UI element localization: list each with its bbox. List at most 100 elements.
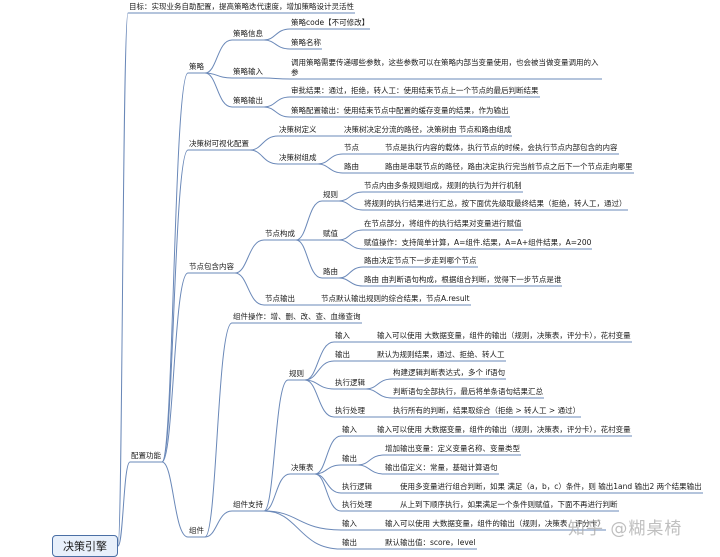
link-jdgc-node bbox=[234, 239, 265, 274]
s-sr-node[interactable]: 输入 bbox=[342, 519, 357, 528]
jdgc-node[interactable]: 节点构成 bbox=[265, 229, 295, 238]
link-peizhi-node bbox=[117, 461, 131, 547]
gz-node[interactable]: 规则 bbox=[323, 190, 338, 199]
link-mingcheng-node bbox=[263, 39, 291, 50]
goal-node[interactable]: 目标：实现业务自助配置，提高策略迭代速度，增加策略设计灵活性 bbox=[129, 2, 354, 11]
gz1-node[interactable]: 节点内由多条规则组成，规则的执行为并行机制 bbox=[364, 181, 522, 190]
link-t-sc2-node bbox=[357, 464, 385, 475]
link-fz2-node bbox=[338, 239, 364, 250]
r-zxlj2-node[interactable]: 判断语句全部执行，最后将单条语句结果汇总 bbox=[393, 387, 543, 396]
peizhi-node[interactable]: 配置功能 bbox=[131, 451, 161, 460]
jd-node[interactable]: 节点 bbox=[344, 143, 359, 152]
link-zjzc-node bbox=[204, 510, 233, 538]
ly-node[interactable]: 路由 bbox=[344, 162, 359, 171]
t-sr-node[interactable]: 输入 bbox=[342, 425, 357, 434]
t-sc1-node[interactable]: 增加输出变量：定义变量名称、变量类型 bbox=[385, 444, 520, 453]
fz2-node[interactable]: 赋值操作：支持简单计算，A=组件.结果，A=A+组件结果，A=200 bbox=[364, 238, 592, 247]
link-t-sr-node bbox=[314, 435, 342, 475]
s-sc-node[interactable]: 输出 bbox=[342, 538, 357, 547]
link-r-zxlj1-node bbox=[365, 378, 393, 390]
celue-node[interactable]: 策略 bbox=[189, 62, 204, 71]
t-zxlj-node[interactable]: 执行逻辑 bbox=[342, 482, 372, 491]
t-zxlj-detail-node[interactable]: 使用多变量进行组合判断，如果 满足（a，b，c）条件，则 输出1and 输出2 … bbox=[400, 482, 702, 491]
link-jcb-node bbox=[263, 473, 291, 512]
link-clxx-node bbox=[204, 39, 233, 74]
code-node[interactable]: 策略code【不可修改】 bbox=[291, 18, 370, 27]
clsr-node[interactable]: 策略输入 bbox=[233, 67, 263, 76]
jd-detail-node[interactable]: 节点是执行内容的载体，执行节点的时候，会执行节点内部包含的内容 bbox=[385, 143, 618, 152]
link-r-sc-node bbox=[304, 360, 335, 381]
s-sc-detail-node[interactable]: 默认输出值：score，level bbox=[385, 538, 476, 547]
link-zujian-node bbox=[161, 461, 189, 538]
jcsdy-detail-node[interactable]: 决策树决定分流的路径，决策树由 节点和路由组成 bbox=[344, 125, 512, 134]
link-spjg-node bbox=[263, 96, 291, 108]
r-sr-detail-node[interactable]: 输入可以使用 大数据变量，组件的输出（规则，决策表，评分卡），花村变量 bbox=[377, 331, 631, 340]
link-ly-node bbox=[317, 163, 344, 174]
zujian-node[interactable]: 组件 bbox=[189, 526, 204, 535]
jdbh-node[interactable]: 节点包含内容 bbox=[189, 262, 234, 271]
zjzc-node[interactable]: 组件支持 bbox=[233, 500, 263, 509]
clsr-detail-node[interactable]: 调用策略需要传递哪些参数，这些参数可以在策略内部当变量使用，也会被当做变量调用的… bbox=[291, 58, 599, 77]
clxx-node[interactable]: 策略信息 bbox=[233, 29, 263, 38]
r-sc-detail-node[interactable]: 默认为规则结果，通过、拒绝、转人工 bbox=[377, 350, 505, 359]
link-jcs-node bbox=[161, 149, 189, 463]
t-sc2-node[interactable]: 输出值定义：常量，基础计算语句 bbox=[385, 463, 498, 472]
link-t-zxlj-node bbox=[314, 473, 342, 494]
link-r-sr-node bbox=[304, 341, 335, 381]
link-s-sc-node bbox=[263, 510, 342, 550]
link-t-sc1-node bbox=[357, 454, 385, 466]
fz-node[interactable]: 赋值 bbox=[323, 229, 338, 238]
r-zxlj-node[interactable]: 执行逻辑 bbox=[335, 378, 365, 387]
t-sr-detail-node[interactable]: 输入可以使用 大数据变量，组件的输出（规则，决策表，评分卡），花村变量 bbox=[377, 425, 631, 434]
jdsc-detail-node[interactable]: 节点默认输出规则的综合结果，节点A.result bbox=[321, 294, 470, 303]
jcszc-node[interactable]: 决策树组成 bbox=[279, 153, 317, 162]
link-clsc-node bbox=[204, 72, 233, 108]
t-sc-node[interactable]: 输出 bbox=[342, 454, 357, 463]
link-ly2-node bbox=[295, 239, 323, 279]
t-zxcl-detail-node[interactable]: 从上到下顺序执行，如果满足一个条件则赋值，下面不再进行判断 bbox=[400, 500, 618, 509]
r-zxlj1-node[interactable]: 构建逻辑判断表达式，多个 if语句 bbox=[393, 368, 506, 377]
link-gz-node bbox=[295, 200, 323, 241]
fz1-node[interactable]: 在节点部分，将组件的执行结果对变量进行赋值 bbox=[364, 219, 522, 228]
link-gz2-node bbox=[338, 200, 364, 211]
link-t-sc-node bbox=[314, 464, 342, 475]
link-ly2b-node bbox=[338, 277, 364, 287]
r-sc-node[interactable]: 输出 bbox=[335, 350, 350, 359]
r-zxcl-node[interactable]: 执行处理 bbox=[335, 406, 365, 415]
ly-detail-node[interactable]: 路由是串联节点的路径，路由决定执行完当前节点之后下一个节点走向哪里 bbox=[385, 162, 633, 171]
jcs-node[interactable]: 决策树可视化配置 bbox=[189, 139, 249, 148]
link-clsr-detail-node bbox=[263, 77, 291, 80]
link-ly2a-node bbox=[338, 266, 364, 279]
clpz-node[interactable]: 策略配置输出：使用结束节点中配置的缓存变量的结果，作为输出 bbox=[291, 106, 509, 115]
link-clpz-node bbox=[263, 106, 291, 118]
link-jd-node bbox=[317, 153, 344, 165]
ly2-node[interactable]: 路由 bbox=[323, 267, 338, 276]
clsc-node[interactable]: 策略输出 bbox=[233, 96, 263, 105]
link-jdsc-node bbox=[234, 272, 265, 306]
spjg-node[interactable]: 审批结果：通过，拒绝，转人工：使用结束节点上一个节点的最后判断结果 bbox=[291, 86, 539, 95]
r-zxcl-detail-node[interactable]: 执行所有的判断，结果取综合（拒绝 > 转人工 > 通过） bbox=[393, 406, 581, 415]
link-s-sr-node bbox=[263, 510, 342, 531]
r-sr-node[interactable]: 输入 bbox=[335, 331, 350, 340]
link-jdbh-node bbox=[161, 272, 189, 463]
ly2b-node[interactable]: 路由 由判断语句构成，根据组合判断，觉得下一步节点是谁 bbox=[364, 275, 562, 284]
zjcz-node[interactable]: 组件操作：增、删、改、查、血缘查询 bbox=[233, 312, 361, 321]
link-gz1-node bbox=[338, 191, 364, 202]
jcsdy-node[interactable]: 决策树定义 bbox=[279, 125, 317, 134]
jdsc-node[interactable]: 节点输出 bbox=[265, 294, 295, 303]
link-celue-node bbox=[161, 72, 189, 463]
root-node[interactable]: 决策引擎 bbox=[52, 535, 118, 557]
link-jcsdy-node bbox=[249, 135, 279, 151]
t-zxcl-node[interactable]: 执行处理 bbox=[342, 500, 372, 509]
gz2-node[interactable]: 将规则的执行结果进行汇总，按下面优先级取最终结果（拒绝，转人工，通过） bbox=[364, 199, 627, 208]
jcb-node[interactable]: 决策表 bbox=[291, 463, 314, 472]
link-zjcz-node bbox=[204, 322, 233, 538]
s-sr-detail-node[interactable]: 输入可以使用 大数据变量，组件的输出（规则，决策表，评分卡） bbox=[385, 519, 605, 528]
mingcheng-node[interactable]: 策略名称 bbox=[291, 38, 321, 47]
link-goal-node bbox=[117, 12, 129, 547]
ly2a-node[interactable]: 路由决定节点下一步走到哪个节点 bbox=[364, 256, 477, 265]
link-jcszc-node bbox=[249, 149, 279, 165]
link-t-zxcl-node bbox=[314, 473, 342, 512]
rule-node[interactable]: 规则 bbox=[289, 369, 304, 378]
